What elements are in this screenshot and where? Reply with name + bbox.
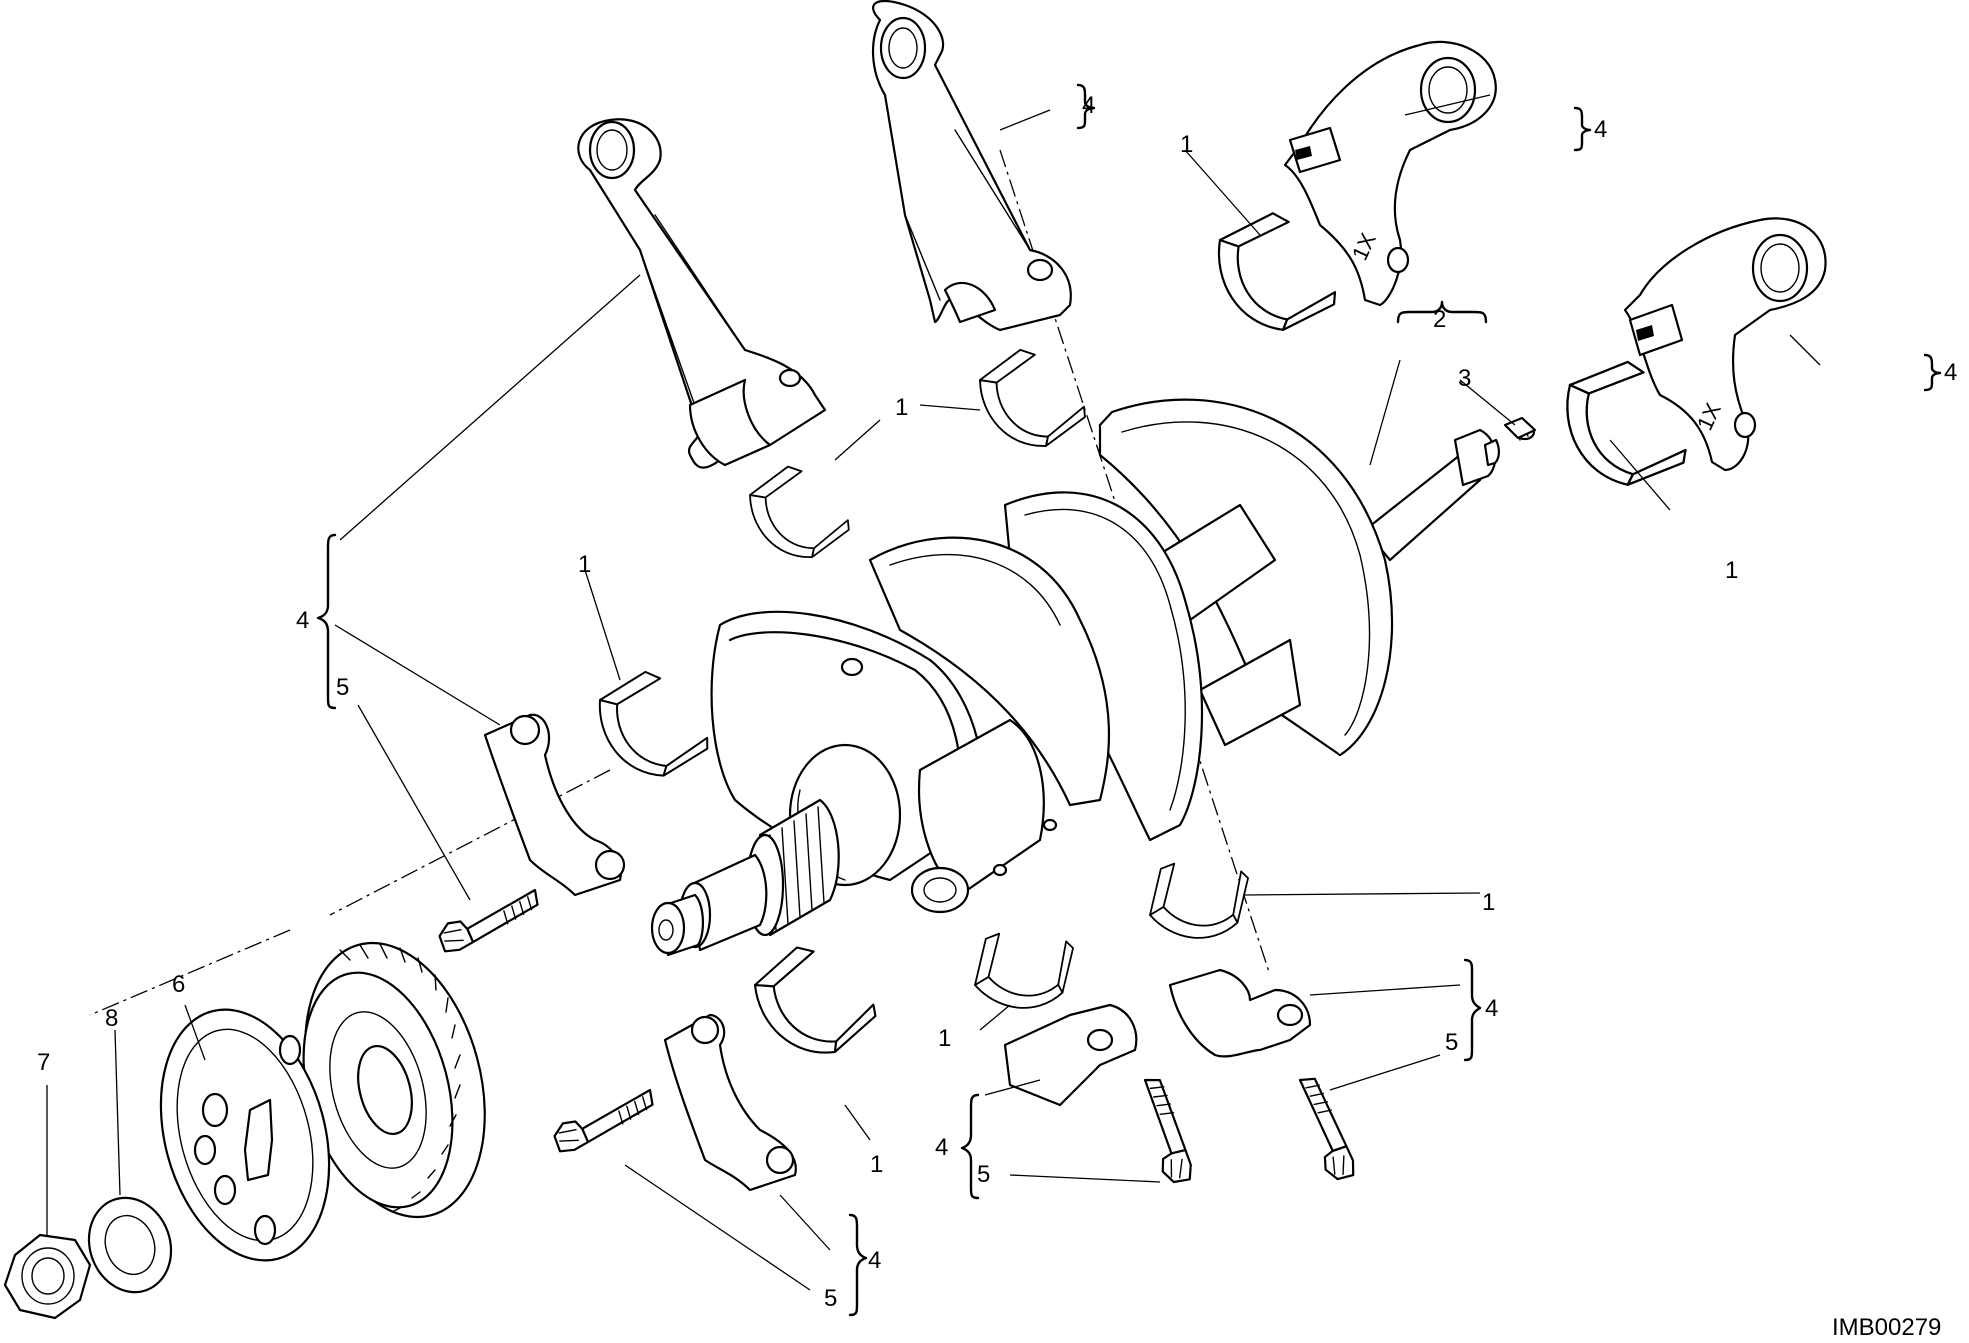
- rod-cap-lower-right-a: [1003, 1003, 1138, 1107]
- callout-2: 2: [1433, 306, 1446, 333]
- callout-3: 3: [1458, 365, 1471, 392]
- callout-6: 6: [172, 971, 185, 998]
- callout-5: 5: [824, 1285, 837, 1312]
- figure-reference-code: IMB00279: [1832, 1314, 1941, 1341]
- callout-4: 4: [1082, 92, 1095, 119]
- connecting-rod-right: 1X: [1623, 217, 1827, 472]
- callout-4: 4: [1944, 359, 1957, 386]
- callout-4: 4: [296, 607, 309, 634]
- callout-4: 4: [1594, 116, 1607, 143]
- leader-lines: [46, 94, 1821, 1291]
- callout-1: 1: [1180, 131, 1193, 158]
- callout-4: 4: [935, 1134, 948, 1161]
- callout-1: 1: [1482, 889, 1495, 916]
- callout-1: 1: [578, 551, 591, 578]
- rod-cap-lower-center: [663, 1013, 797, 1192]
- crankshaft: [650, 398, 1536, 957]
- gear: [302, 941, 486, 1219]
- rod-cap-left: [483, 713, 626, 897]
- connecting-rod-upper-right: 1X: [1283, 40, 1497, 307]
- callout-8: 8: [105, 1005, 118, 1032]
- callout-1: 1: [895, 394, 908, 421]
- callout-1: 1: [938, 1025, 951, 1052]
- connecting-rod-upper-center: [872, 0, 1072, 332]
- callout-5: 5: [1445, 1029, 1458, 1056]
- braces: [316, 83, 1942, 1317]
- washer: [87, 1196, 173, 1294]
- callout-1: 1: [1725, 557, 1738, 584]
- rod-cap-lower-right-b: [1168, 968, 1312, 1058]
- callout-7: 7: [37, 1049, 50, 1076]
- sprocket: [159, 1008, 331, 1262]
- callout-4: 4: [868, 1247, 881, 1274]
- callout-5: 5: [336, 674, 349, 701]
- callout-5: 5: [977, 1161, 990, 1188]
- callout-1: 1: [870, 1151, 883, 1178]
- connecting-rod-upper-left: [577, 118, 827, 469]
- callout-4: 4: [1485, 995, 1498, 1022]
- callout-labels: 1 1 1 1 1 1 1 2 3 4 4 4 4 4 4 4 5 5 5 5 …: [37, 92, 1957, 1312]
- nut: [3, 1233, 92, 1320]
